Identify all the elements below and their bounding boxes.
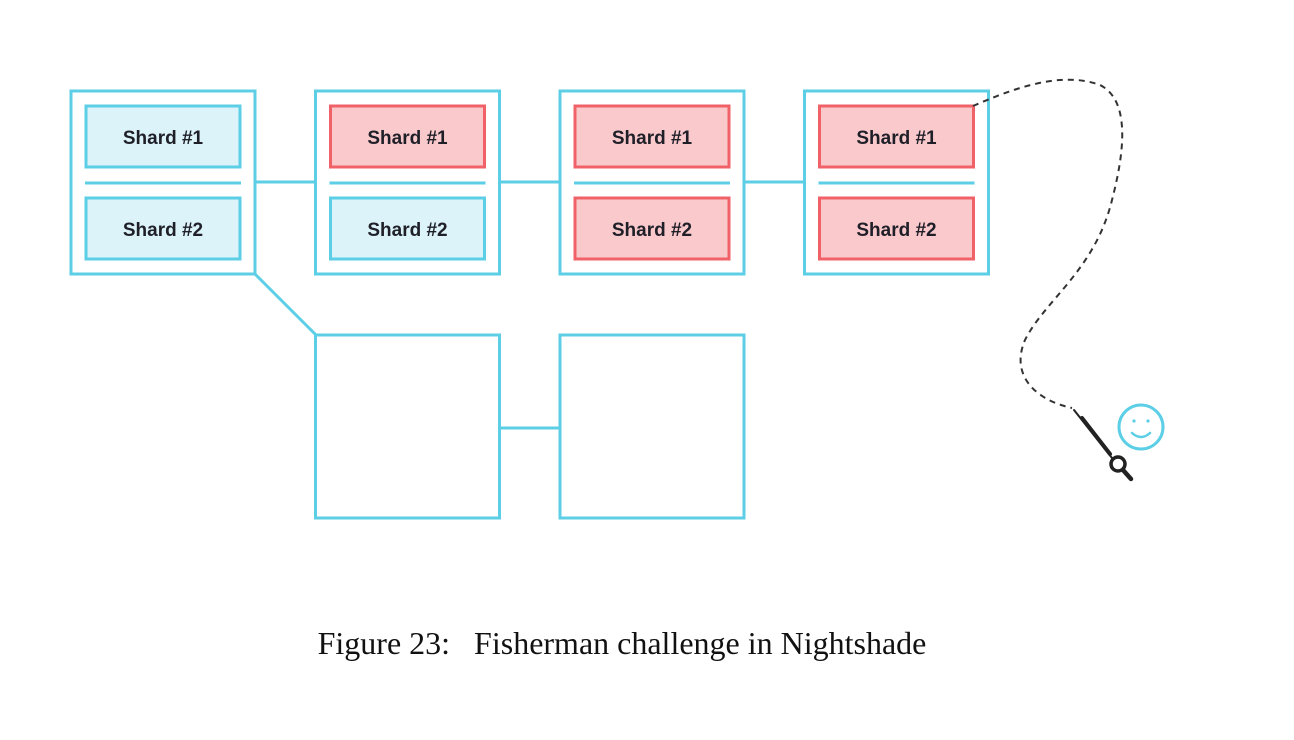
block-2: Shard #1 Shard #2 [314,89,501,276]
smiley-icon [1117,403,1165,451]
figure-caption: Figure 23: Fisherman challenge in Nights… [0,625,1244,662]
block-4: Shard #1 Shard #2 [803,89,990,276]
shard-label: Shard #2 [856,220,936,241]
shard-label: Shard #2 [367,220,447,241]
shard-box [573,196,731,261]
shard-box [573,104,731,169]
block-3: Shard #1 Shard #2 [558,89,746,276]
fork-chain [314,333,746,520]
shard-box [329,196,486,261]
shard-1-invalid: Shard #1 [329,104,486,169]
fork-block-2 [558,333,746,520]
shard-box [84,196,242,261]
shard-label: Shard #2 [612,220,692,241]
shard-label: Shard #1 [367,128,448,149]
shard-label: Shard #2 [123,220,203,241]
shard-2-valid: Shard #2 [84,196,242,261]
figure-title: Fisherman challenge in Nightshade [474,625,927,661]
shard-label: Shard #1 [612,128,693,149]
figure-number: Figure 23: [317,625,451,661]
shard-box [329,104,486,169]
chain-connectors [253,180,805,430]
shard-2-invalid: Shard #2 [818,196,975,261]
shard-box [818,196,975,261]
fork-block-1 [314,333,501,520]
shard-1-invalid: Shard #1 [573,104,731,169]
shard-box [818,104,975,169]
fork-connector [253,272,318,337]
shard-box [84,104,242,169]
shard-1-valid: Shard #1 [84,104,242,169]
shard-2-valid: Shard #2 [329,196,486,261]
block-1: Shard #1 Shard #2 [69,89,257,276]
fishing-hook-icon [1073,409,1134,482]
shard-label: Shard #1 [856,128,937,149]
shard-2-invalid: Shard #2 [573,196,731,261]
fishing-line [972,78,1124,409]
shard-label: Shard #1 [123,128,204,149]
shard-1-invalid: Shard #1 [818,104,975,169]
